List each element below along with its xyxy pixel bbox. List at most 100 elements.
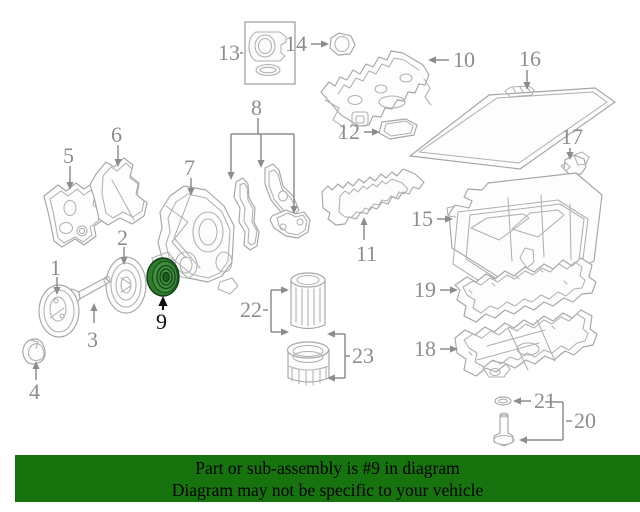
part-2-outer <box>105 256 147 314</box>
callout-12-label: 12 <box>338 119 360 144</box>
callout-7-label: 7 <box>184 155 195 180</box>
part-1-hole-1 <box>53 298 59 304</box>
part-2-ring-2 <box>115 269 137 301</box>
callout-2-arrow <box>120 257 128 265</box>
part-20-plug-body <box>493 414 514 447</box>
part-10-rib-top <box>337 57 420 95</box>
callout-6-arrow <box>114 159 122 167</box>
part-7-inner-edge <box>165 193 231 279</box>
part-19-inner-contour <box>462 261 586 314</box>
banner-line-2: Diagram may not be specific to your vehi… <box>171 479 484 500</box>
part-21-sealing-ring-bore <box>497 398 509 404</box>
callout-7-arrow <box>187 188 195 196</box>
callout-4-label: 4 <box>29 379 40 404</box>
part-1-hub <box>49 296 67 322</box>
callout-12-arrow <box>372 128 380 136</box>
part-20-plug-head <box>493 434 515 446</box>
part-7-rib-a <box>165 205 189 259</box>
callout-21: 21 <box>513 388 556 413</box>
part-6-fold <box>111 179 135 221</box>
callout-5-label: 5 <box>63 143 74 168</box>
part-2-hub <box>120 276 132 294</box>
callout-9: 9 <box>156 296 168 334</box>
part-16-tab <box>504 85 535 98</box>
part-12-inner-edge <box>383 120 414 137</box>
callout-11-label: 11 <box>356 241 377 266</box>
part-18-pickup-hole <box>516 342 540 356</box>
part-8-bracket-hole-1 <box>279 223 287 231</box>
part-3-tip <box>103 275 111 285</box>
part-23-top-rim <box>286 341 330 359</box>
part-10-boss-1 <box>347 94 363 106</box>
part-18-drain-hole <box>489 367 501 377</box>
part-17-stub <box>560 162 571 172</box>
callout-2: 2 <box>117 225 128 265</box>
part-12-filler-neck-gasket <box>378 118 418 140</box>
part-15-webs <box>507 194 572 262</box>
part-5-hole-3-inner <box>78 227 86 235</box>
callout-15-arrow <box>445 215 453 223</box>
part-10-right-fold <box>423 78 432 106</box>
part-11-inner-contour <box>338 178 409 218</box>
part-22-top-rim <box>290 272 326 288</box>
part-5-hole-2 <box>58 221 74 235</box>
callout-22-arrow-2 <box>281 328 289 336</box>
part-23-step <box>287 365 330 371</box>
part-1-crankshaft-pulley <box>38 284 80 338</box>
part-14-oil-filler-neck <box>329 32 356 56</box>
callout-8-lines <box>230 118 295 208</box>
callout-18: 18 <box>414 336 458 361</box>
part-18-drain-boss <box>482 360 511 378</box>
part-22-oil-filter-element <box>290 272 326 330</box>
part-16-inner-edge <box>418 91 608 164</box>
callout-8-label: 8 <box>251 95 262 120</box>
part-9-crankshaft-front-seal[interactable] <box>146 257 180 297</box>
callout-5-arrow <box>66 182 74 190</box>
part-15-bay-2 <box>511 209 565 238</box>
part-7-rib-b <box>173 195 201 269</box>
callout-22-lines <box>270 289 283 333</box>
callout-17-label: 17 <box>561 124 583 149</box>
part-10-square-port-inner <box>355 115 365 124</box>
part-8-timing-cover-gasket-set <box>233 163 311 251</box>
callout-16: 16 <box>519 46 541 90</box>
callout-21-arrow <box>513 397 521 405</box>
part-7-bore-large <box>192 211 224 253</box>
part-13-box <box>244 21 296 85</box>
part-15-sump-boss <box>519 247 535 269</box>
callout-10-arrow <box>428 56 436 64</box>
part-10-side-fold <box>324 99 346 139</box>
part-1-hole-2 <box>59 313 65 319</box>
part-7-bottom-flange <box>217 277 239 295</box>
callout-11-arrow <box>360 217 368 225</box>
part-4-body <box>22 338 46 365</box>
part-8-gasket-wedge <box>264 163 300 217</box>
callout-8-arrow-2 <box>257 160 265 168</box>
part-16-body <box>409 87 616 170</box>
part-23-bore-outer <box>292 344 324 358</box>
part-19-lower-oil-pan-gasket <box>454 257 597 323</box>
part-16-oil-baffle-plate <box>409 85 616 170</box>
part-8-gasket-strip-inner <box>239 182 258 246</box>
part-10-boss-3 <box>399 73 413 83</box>
part-2-spokes <box>120 277 132 293</box>
callout-1-arrow <box>53 287 61 295</box>
part-23-knurl <box>291 366 327 386</box>
part-number-banner: Part or sub-assembly is #9 in diagram Di… <box>15 455 640 502</box>
part-7-bore-small <box>215 251 233 273</box>
callout-22: 22 <box>240 286 289 336</box>
callout-16-arrow <box>523 82 531 90</box>
part-4-bore <box>27 343 45 362</box>
callout-20: 20 <box>519 401 596 444</box>
part-5-hole-1 <box>63 199 77 217</box>
callout-14-label: 14 <box>285 31 307 56</box>
callout-23-arrow-2 <box>327 374 335 382</box>
part-7-bore-large-inner <box>198 218 218 246</box>
callout-8-arrow-1 <box>227 172 235 180</box>
part-20-plug-top <box>499 412 509 418</box>
part-13-oil-filler-cap-assembly <box>244 21 296 85</box>
part-19-bolt-holes <box>468 268 568 294</box>
callout-23-arrow-1 <box>327 330 335 338</box>
